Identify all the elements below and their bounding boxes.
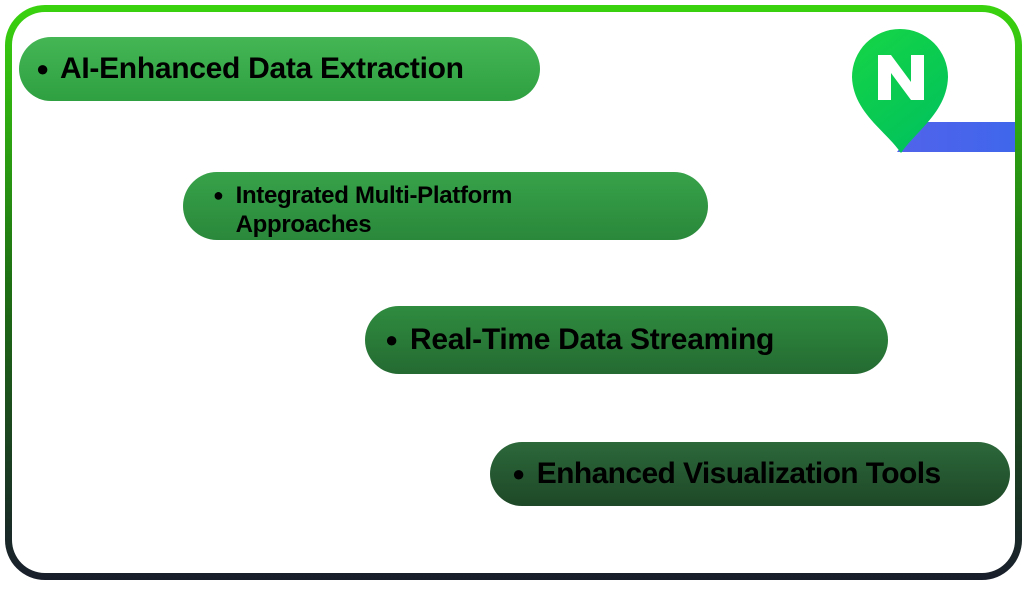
list-item-real-time-data-streaming: ● Real-Time Data Streaming [365, 306, 888, 374]
list-item-enhanced-visualization-tools: ● Enhanced Visualization Tools [490, 442, 1010, 506]
list-item-label: Real-Time Data Streaming [410, 323, 775, 356]
list-item-label: AI-Enhanced Data Extraction [60, 52, 464, 85]
bullet-icon: ● [385, 327, 398, 352]
list-item-label: Integrated Multi-Platform Approaches [235, 182, 513, 239]
bullet-icon: ● [512, 461, 525, 486]
list-item-ai-enhanced-data-extraction: ● AI-Enhanced Data Extraction [19, 37, 540, 101]
bullet-icon: ● [36, 56, 49, 81]
list-item-integrated-multi-platform-approaches: ● Integrated Multi-Platform Approaches [183, 172, 708, 240]
frame-border [5, 5, 1022, 580]
bullet-icon: ● [213, 185, 224, 205]
naver-map-logo-icon [852, 29, 1015, 153]
logo-band [897, 122, 1015, 152]
logo-letter-n [878, 55, 924, 100]
list-item-label: Enhanced Visualization Tools [536, 457, 941, 490]
